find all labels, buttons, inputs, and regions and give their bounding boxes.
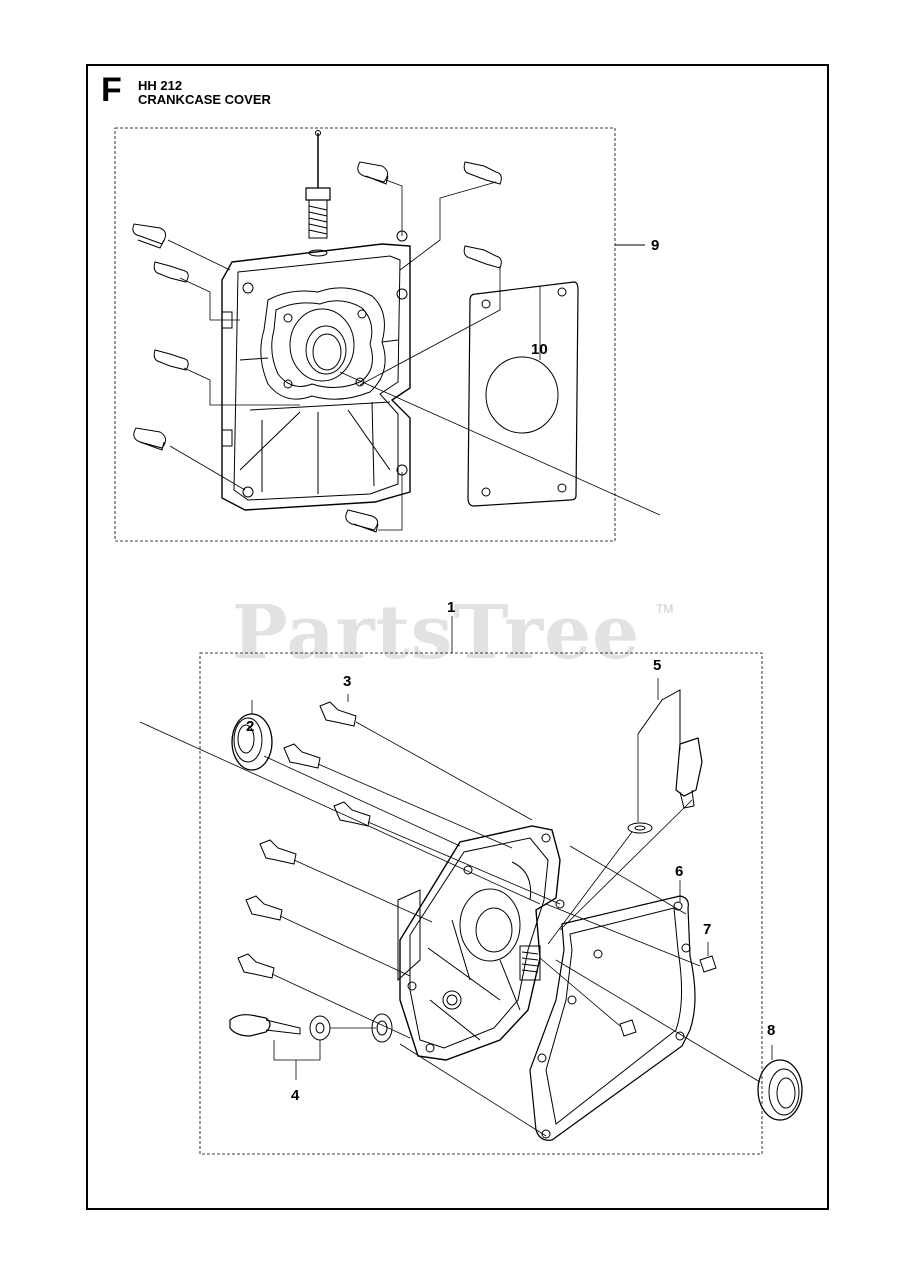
- group-1-boundary: [199, 652, 763, 1155]
- callout-9: 9: [651, 237, 660, 254]
- watermark-tm: TM: [656, 602, 674, 616]
- callout-3: 3: [343, 673, 352, 690]
- diagram-frame: [86, 64, 829, 1210]
- gasket-10: [467, 281, 579, 507]
- callout-2: 2: [246, 718, 255, 735]
- diagram-title: CRANKCASE COVER: [138, 92, 271, 107]
- group-9-boundary: [114, 127, 616, 542]
- leader-lines-upper: [167, 179, 661, 531]
- crankcase-cover-body: [397, 825, 565, 1061]
- callout-7: 7: [703, 921, 712, 938]
- drain-plug-4: [229, 1013, 393, 1080]
- leader-lines-lower: [139, 721, 761, 1137]
- callout-5: 5: [653, 657, 662, 674]
- bolts-upper: [153, 161, 502, 371]
- model-label: HH 212: [138, 78, 183, 93]
- callout-4: 4: [291, 1087, 300, 1104]
- gasket-6: [529, 880, 696, 1141]
- breather-valve: [305, 130, 331, 257]
- callout-8: 8: [767, 1022, 776, 1039]
- dowel-pins-upper: [132, 161, 389, 533]
- cover-plate-outline: [221, 230, 411, 511]
- bolts-lower: [237, 694, 371, 979]
- callout-1: 1: [447, 599, 456, 616]
- watermark: PartsTree: [232, 590, 641, 676]
- callout-10: 10: [531, 341, 548, 358]
- oil-seal-8: [757, 1045, 803, 1121]
- section-letter: F: [101, 71, 122, 109]
- dowel-pin-7: [619, 942, 717, 1037]
- callout-6: 6: [675, 863, 684, 880]
- oil-seal-2: [231, 700, 273, 771]
- oil-filler-plug-5: [627, 678, 703, 834]
